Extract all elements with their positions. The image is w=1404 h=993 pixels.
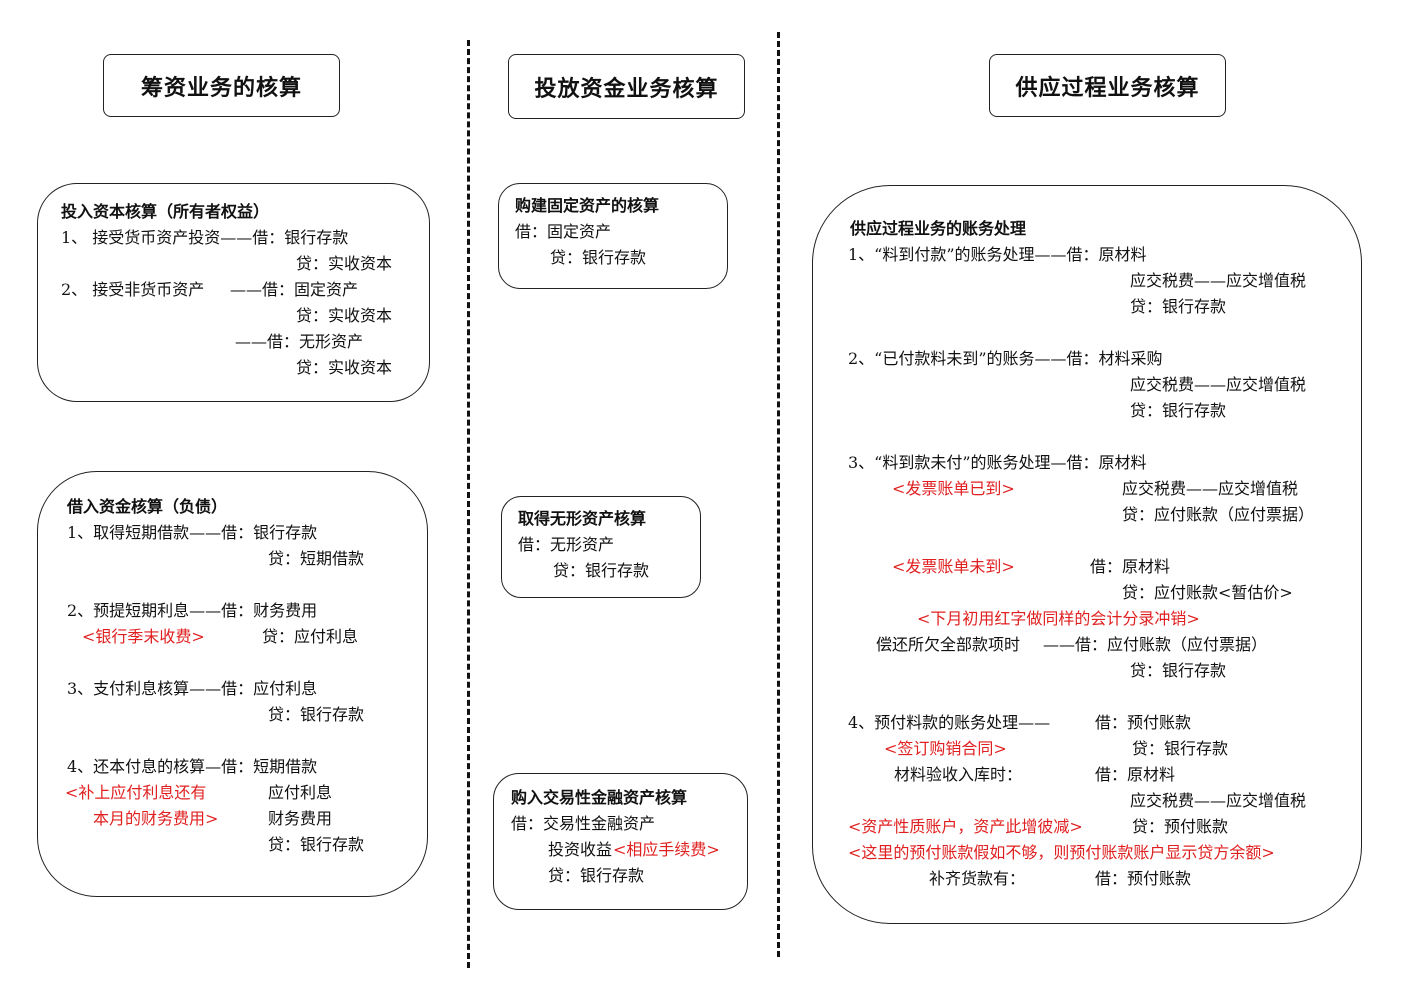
supply-b-2: 应交税费——应交增值税 (1130, 375, 1307, 394)
intangible-line-2: 贷：银行存款 (553, 561, 650, 580)
loan-step-2: 2、预提短期利息——借：财务费用 (67, 601, 318, 620)
loan-step-4-credit-1: 应付利息 (268, 783, 333, 802)
investing-header: 投放资金业务核算 (508, 54, 745, 119)
trading-asset-line-2-note: <相应手续费> (613, 840, 720, 859)
trading-asset-title: 购入交易性金融资产核算 (511, 788, 688, 807)
loan-step-4: 4、还本付息的核算—借：短期借款 (67, 757, 318, 776)
trading-asset-box (493, 773, 748, 910)
fixed-asset-title: 购建固定资产的核算 (515, 196, 660, 215)
trading-asset-line-2: 投资收益 (548, 840, 613, 859)
loan-step-2-note: <银行季末收费> (82, 627, 205, 646)
supply-a-3: 贷：银行存款 (1130, 297, 1227, 316)
supply-d-1: 借：原材料 (1090, 557, 1171, 576)
trading-asset-line-1: 借：交易性金融资产 (511, 814, 656, 833)
divider-left (467, 40, 470, 968)
supply-e-1: 4、预付料款的账务处理—— (848, 713, 1051, 732)
loan-step-1b: 贷：短期借款 (268, 549, 365, 568)
supply-e-3: 材料验收入库时： (894, 765, 1023, 784)
fixed-asset-line-1: 借：固定资产 (515, 222, 612, 241)
capital-line-4: 贷：实收资本 (296, 306, 393, 325)
supply-c-3: 贷：应付账款（应付票据） (1122, 505, 1315, 524)
intangible-line-1: 借：无形资产 (518, 535, 615, 554)
capital-line-6: 贷：实收资本 (296, 358, 393, 377)
supply-title: 供应过程业务的账务处理 (850, 219, 1027, 238)
supply-b-3: 贷：银行存款 (1130, 401, 1227, 420)
capital-line-5: ——借：无形资产 (235, 332, 364, 351)
supply-d-2: 贷：应付账款<暂估价> (1122, 583, 1293, 602)
supply-d-1-note: <发票账单未到> (892, 557, 1015, 576)
intangible-box (501, 496, 701, 598)
loan-step-4-credit-2: 财务费用 (268, 809, 333, 828)
loan-step-4-note-2: 本月的财务费用> (93, 809, 219, 828)
supply-e-7b: 借：预付账款 (1095, 869, 1192, 888)
capital-line-3b: ——借：固定资产 (230, 280, 359, 299)
supply-e-5-note: <资产性质账户，资产此增彼减> (848, 817, 1083, 836)
supply-c-1: 3、“料到款未付”的账务处理—借：原材料 (848, 453, 1147, 472)
intangible-title: 取得无形资产核算 (518, 509, 647, 528)
supply-e-1b: 借：预付账款 (1095, 713, 1192, 732)
capital-line-3: 2、 接受非货币资产 (61, 280, 205, 299)
supply-e-6-note: <这里的预付账款假如不够，则预付账款账户显示贷方余额> (848, 843, 1275, 862)
trading-asset-line-3: 贷：银行存款 (548, 866, 645, 885)
divider-right (777, 32, 780, 957)
supply-d-5: 贷：银行存款 (1130, 661, 1227, 680)
supply-d-4: 偿还所欠全部款项时 (876, 635, 1021, 654)
supply-e-2-note: <签订购销合同> (884, 739, 1007, 758)
supply-e-2: 贷：银行存款 (1132, 739, 1229, 758)
financing-header: 筹资业务的核算 (103, 54, 340, 117)
supply-c-2: 应交税费——应交增值税 (1122, 479, 1299, 498)
loan-step-3b: 贷：银行存款 (268, 705, 365, 724)
loan-step-3: 3、支付利息核算——借：应付利息 (67, 679, 318, 698)
capital-line-1: 1、 接受货币资产投资——借：银行存款 (61, 228, 349, 247)
supply-e-5: 贷：预付账款 (1132, 817, 1229, 836)
supply-b-1: 2、“已付款料未到”的账务——借：材料采购 (848, 349, 1163, 368)
supply-box (812, 185, 1362, 924)
fixed-asset-box (498, 183, 728, 289)
loan-title: 借入资金核算（负债） (67, 497, 228, 516)
supply-e-7: 补齐货款有： (929, 869, 1026, 888)
loan-step-4-credit-3: 贷：银行存款 (268, 835, 365, 854)
supply-e-3b: 借：原材料 (1095, 765, 1176, 784)
supply-a-1: 1、“料到付款”的账务处理——借：原材料 (848, 245, 1147, 264)
loan-step-4-note-1: <补上应付利息还有 (65, 783, 207, 802)
supply-e-4: 应交税费——应交增值税 (1130, 791, 1307, 810)
loan-box (37, 471, 428, 897)
supply-d-3-note: <下月初用红字做同样的会计分录冲销> (917, 609, 1200, 628)
loan-step-2b: 贷：应付利息 (262, 627, 359, 646)
capital-title: 投入资本核算（所有者权益） (61, 202, 270, 221)
supply-a-2: 应交税费——应交增值税 (1130, 271, 1307, 290)
supply-d-4b: ——借：应付账款（应付票据） (1043, 635, 1268, 654)
fixed-asset-line-2: 贷：银行存款 (550, 248, 647, 267)
capital-box (37, 183, 430, 402)
capital-line-2: 贷：实收资本 (296, 254, 393, 273)
supply-header: 供应过程业务核算 (989, 54, 1226, 117)
loan-step-1: 1、取得短期借款——借：银行存款 (67, 523, 318, 542)
supply-c-2-note: <发票账单已到> (892, 479, 1015, 498)
